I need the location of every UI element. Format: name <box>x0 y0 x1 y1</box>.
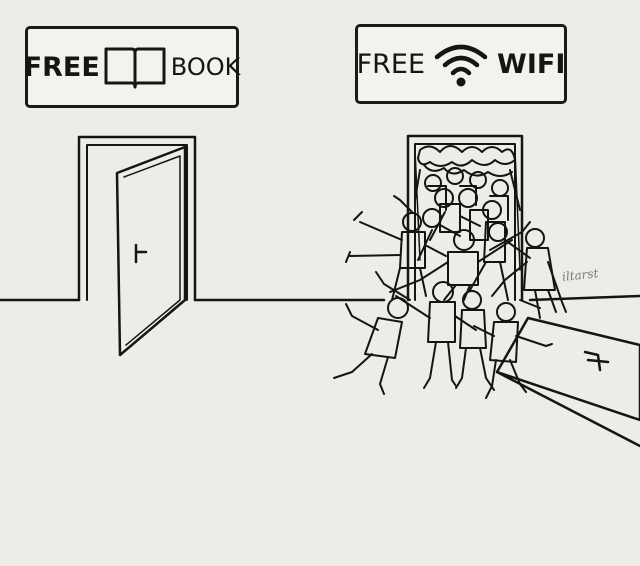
open-book-icon <box>102 43 168 91</box>
left-door-handle <box>134 243 148 264</box>
sign-wifi-word-free: FREE <box>356 48 426 80</box>
left-door-frame <box>77 135 197 302</box>
right-door-frame <box>406 134 524 302</box>
free-wifi-sign: FREE WIFI <box>355 24 567 104</box>
wall-floor-line <box>0 294 640 302</box>
free-book-sign: FREE BOOK <box>23 26 241 108</box>
wifi-icon <box>433 41 489 87</box>
sign-book-word-book: BOOK <box>170 53 241 81</box>
sign-book-word-free: FREE <box>23 51 100 83</box>
left-open-door <box>115 145 187 357</box>
sign-wifi-word-wifi: WIFI <box>497 48 566 80</box>
crowd-of-people <box>333 145 567 399</box>
